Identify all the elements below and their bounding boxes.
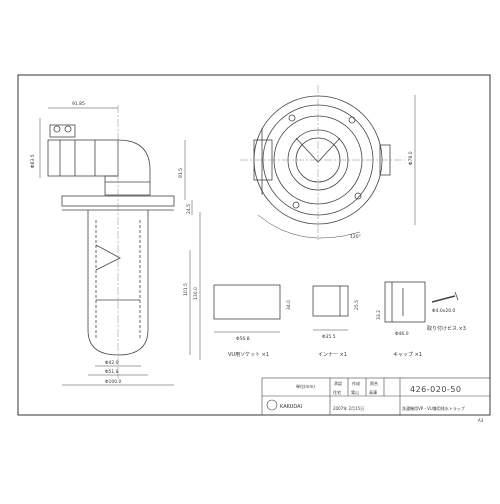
dim-screw: Φ4.0x20.0 bbox=[432, 308, 456, 314]
dim-socket-len: 34.0 bbox=[286, 300, 292, 310]
plan-view bbox=[240, 85, 416, 240]
product-name: 洗濯機用VP・VU兼用排水トラップ bbox=[402, 405, 465, 411]
dim-outer-dia: Φ51.8 bbox=[105, 369, 119, 375]
drawing-date: 2007年 2月15日 bbox=[333, 405, 364, 411]
title-drawn: 作成 bbox=[352, 380, 360, 386]
title-block bbox=[261, 377, 491, 416]
part-inner bbox=[312, 285, 349, 317]
dim-flange: 24.5 bbox=[186, 204, 192, 214]
dim-socket-dia: Φ56.8 bbox=[236, 336, 250, 342]
dim-elbow-width: 91.85 bbox=[72, 101, 85, 107]
dim-plan-dia: Φ78.0 bbox=[408, 151, 414, 165]
dim-inner-dia2: Φ35.5 bbox=[322, 334, 336, 340]
title-cell-2: 電山 bbox=[351, 389, 359, 395]
part-screw bbox=[431, 295, 456, 303]
dim-cap-dia: Φ46.0 bbox=[395, 331, 409, 337]
elbow-curve bbox=[104, 139, 151, 196]
part-label-cap: キャップ ×1 bbox=[393, 352, 422, 358]
sheet-size: A3 bbox=[478, 418, 484, 423]
company-name: KAKUDAI bbox=[280, 404, 302, 410]
dim-inner-len: 25.5 bbox=[354, 300, 360, 310]
dim-cap-len: 33.2 bbox=[376, 310, 382, 320]
title-checked: 照合 bbox=[370, 380, 378, 386]
part-vu-socket bbox=[213, 284, 281, 320]
side-view bbox=[39, 105, 201, 386]
part-label-screw: 取り付けビス ×3 bbox=[427, 325, 466, 332]
dim-body-height2: 101.5 bbox=[183, 283, 189, 296]
kakudai-logo bbox=[266, 399, 278, 411]
title-units: 単位(mm) bbox=[296, 383, 315, 389]
title-cell-1: 住宅 bbox=[333, 389, 341, 395]
title-approved: 承認 bbox=[334, 380, 342, 386]
dim-inner-dia: Φ42.0 bbox=[105, 360, 119, 366]
part-number: 426-020-50 bbox=[410, 385, 462, 394]
part-label-inner: インナー ×1 bbox=[318, 352, 347, 358]
hose-band bbox=[49, 124, 76, 138]
title-cell-3: 高澤 bbox=[369, 389, 377, 395]
dim-base-dia: Φ100.0 bbox=[105, 379, 122, 385]
part-cap bbox=[384, 281, 426, 323]
dim-top-height: 91.5 bbox=[178, 168, 184, 178]
dim-plan-angle: 120° bbox=[350, 234, 361, 240]
part-label-vu-socket: VU用ソケット ×1 bbox=[228, 351, 269, 358]
sheet-border bbox=[17, 74, 491, 416]
dim-body-height: 130.0 bbox=[193, 287, 199, 300]
elbow-horizontal-pipe bbox=[47, 139, 119, 177]
dim-elbow-height: Φ83.5 bbox=[30, 154, 36, 168]
